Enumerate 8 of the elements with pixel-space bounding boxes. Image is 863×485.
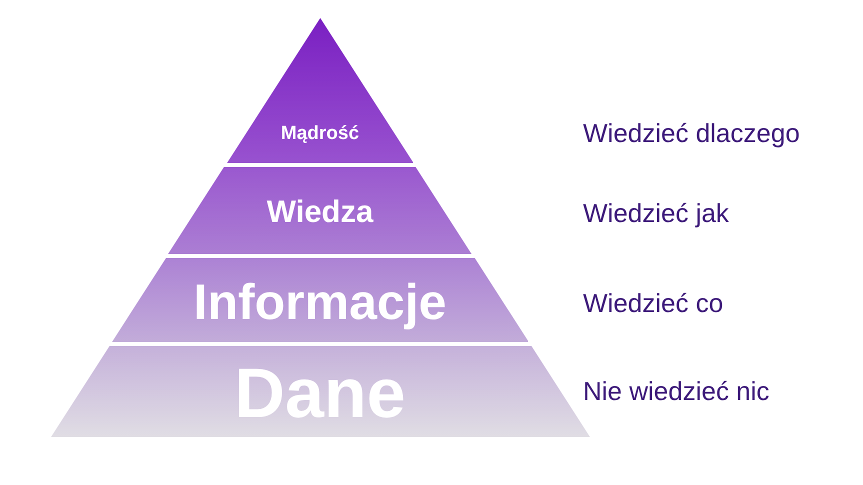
level-description: Wiedzieć jak: [583, 200, 729, 226]
level-description: Wiedzieć co: [583, 290, 724, 316]
level-label: Informacje: [194, 277, 446, 327]
level-label: Dane: [234, 358, 406, 428]
level-label: Wiedza: [266, 196, 374, 227]
level-label: Mądrość: [280, 124, 360, 143]
level-description: Nie wiedzieć nic: [583, 378, 770, 404]
level-description: Wiedzieć dlaczego: [583, 120, 800, 146]
